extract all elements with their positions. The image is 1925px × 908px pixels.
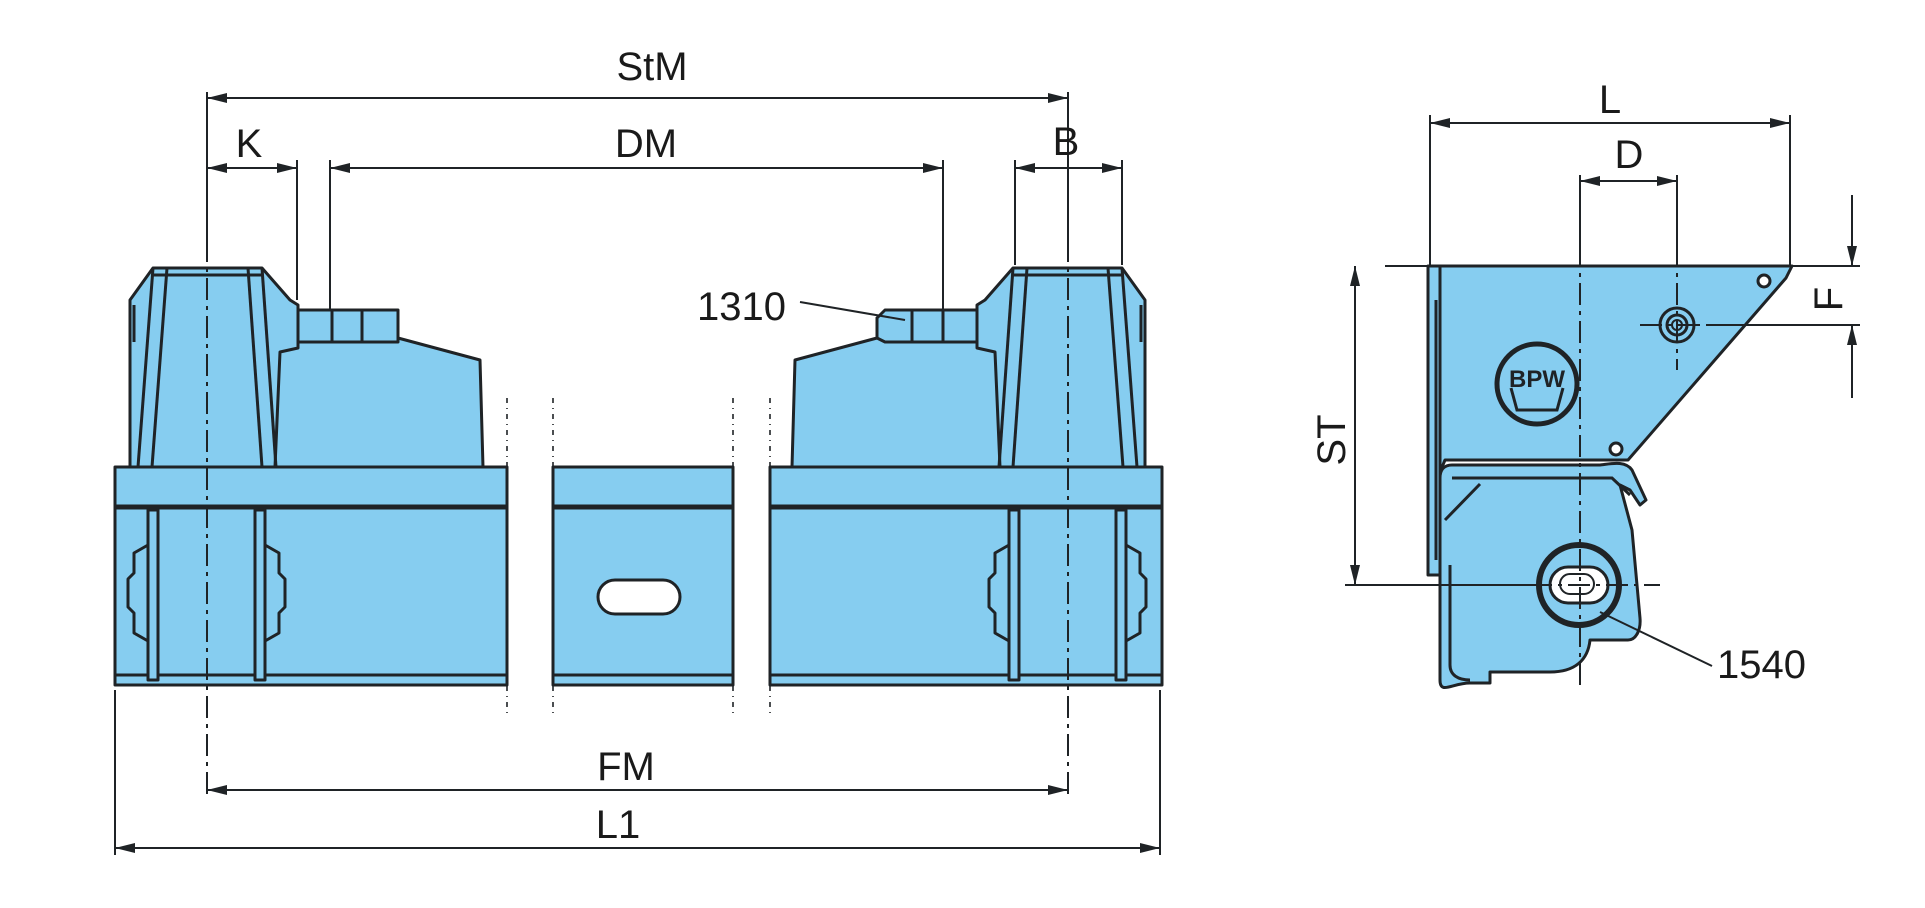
left-bearing-pin: [330, 308, 400, 344]
dim-label-stm: StM: [616, 45, 687, 89]
left-hanger: [126, 266, 485, 682]
callout-1540: 1540: [1599, 611, 1806, 687]
dim-label-l: L: [1599, 78, 1621, 122]
dimension-b: B: [1015, 120, 1122, 173]
right-bearing-pin: [875, 308, 945, 344]
bpw-logo: BPW: [1494, 341, 1580, 427]
logo-text: BPW: [1509, 366, 1565, 393]
dim-label-f: F: [1807, 287, 1851, 311]
dim-label-k: K: [236, 122, 263, 166]
beam-slot: [596, 578, 682, 616]
beam-right-segment: [768, 465, 1164, 687]
dimension-k: K: [207, 122, 297, 173]
side-bracket-plate: [1428, 264, 1794, 474]
dimension-st: ST: [1310, 266, 1360, 585]
dimension-l1: L1: [115, 803, 1160, 853]
beam-left-segment: [113, 465, 509, 687]
dimension-l: L: [1430, 78, 1790, 128]
beam-middle-segment: [551, 465, 735, 687]
dim-label-l1: L1: [596, 803, 641, 847]
dimension-d: D: [1580, 133, 1677, 186]
dim-label-dm: DM: [615, 122, 677, 166]
right-hanger: [790, 266, 1148, 682]
callout-label-1540: 1540: [1717, 643, 1806, 687]
dimension-fm: FM: [207, 745, 1068, 795]
dim-label-st: ST: [1310, 414, 1354, 465]
dimension-stm: StM: [207, 45, 1068, 103]
dim-label-b: B: [1053, 120, 1080, 164]
dimension-dm: DM: [330, 122, 943, 173]
front-view: StM K DM B FM L1 1310: [113, 45, 1164, 855]
side-view: BPW L D F ST: [1310, 78, 1860, 690]
dimension-f: F: [1807, 195, 1857, 398]
dim-label-d: D: [1615, 133, 1644, 177]
callout-label-1310: 1310: [697, 285, 786, 329]
dim-label-fm: FM: [597, 745, 655, 789]
callout-1310: 1310: [697, 285, 906, 329]
